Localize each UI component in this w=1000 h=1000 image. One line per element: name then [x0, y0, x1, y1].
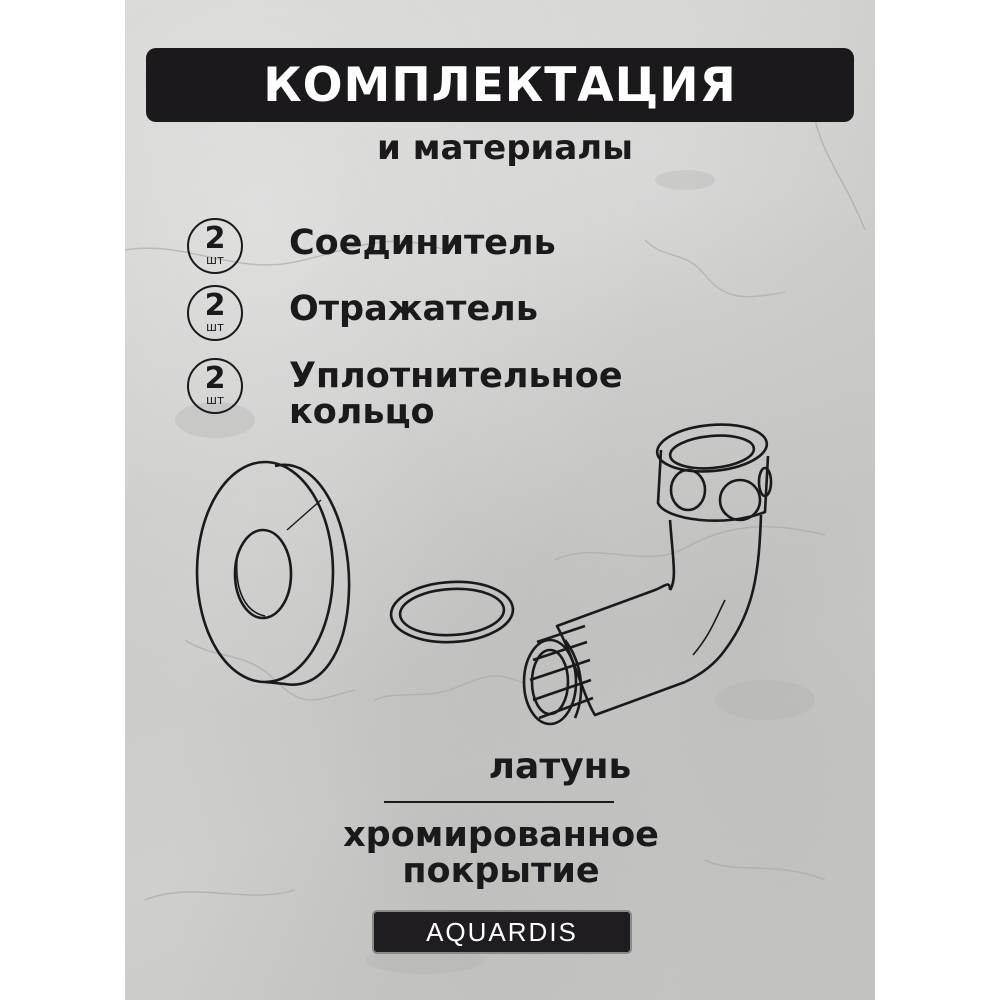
item-label: Отражатель	[289, 289, 538, 329]
quantity-unit: шт	[206, 320, 224, 334]
quantity-badge: 2 шт	[187, 358, 243, 414]
concrete-texture	[125, 119, 866, 974]
item-label: Соединитель	[289, 223, 556, 263]
material-brass: латунь	[488, 746, 632, 787]
quantity-unit: шт	[206, 253, 224, 267]
elbow-connector-icon	[522, 423, 773, 726]
material-coating: хромированное покрытие	[343, 815, 659, 891]
title-banner: КОМПЛЕКТАЦИЯ	[146, 48, 854, 122]
page-subtitle: и материалы	[377, 128, 633, 168]
quantity-number: 2	[204, 288, 226, 323]
quantity-number: 2	[204, 221, 226, 256]
parts-illustration	[195, 423, 773, 726]
brand-badge: AQUARDIS	[372, 910, 632, 954]
quantity-badge: 2 шт	[187, 218, 243, 274]
concrete-card: КОМПЛЕКТАЦИЯ и материалы 2 шт Соединител…	[125, 0, 875, 1000]
quantity-number: 2	[204, 361, 226, 396]
brand-name: AQUARDIS	[426, 916, 578, 947]
page-title: КОМПЛЕКТАЦИЯ	[263, 57, 737, 113]
divider-line	[384, 801, 614, 803]
quantity-unit: шт	[206, 393, 224, 407]
quantity-badge: 2 шт	[187, 285, 243, 341]
sealing-ring-icon	[389, 580, 515, 644]
item-label: Уплотнительное кольцо	[289, 356, 623, 432]
reflector-flange-icon	[195, 460, 351, 686]
